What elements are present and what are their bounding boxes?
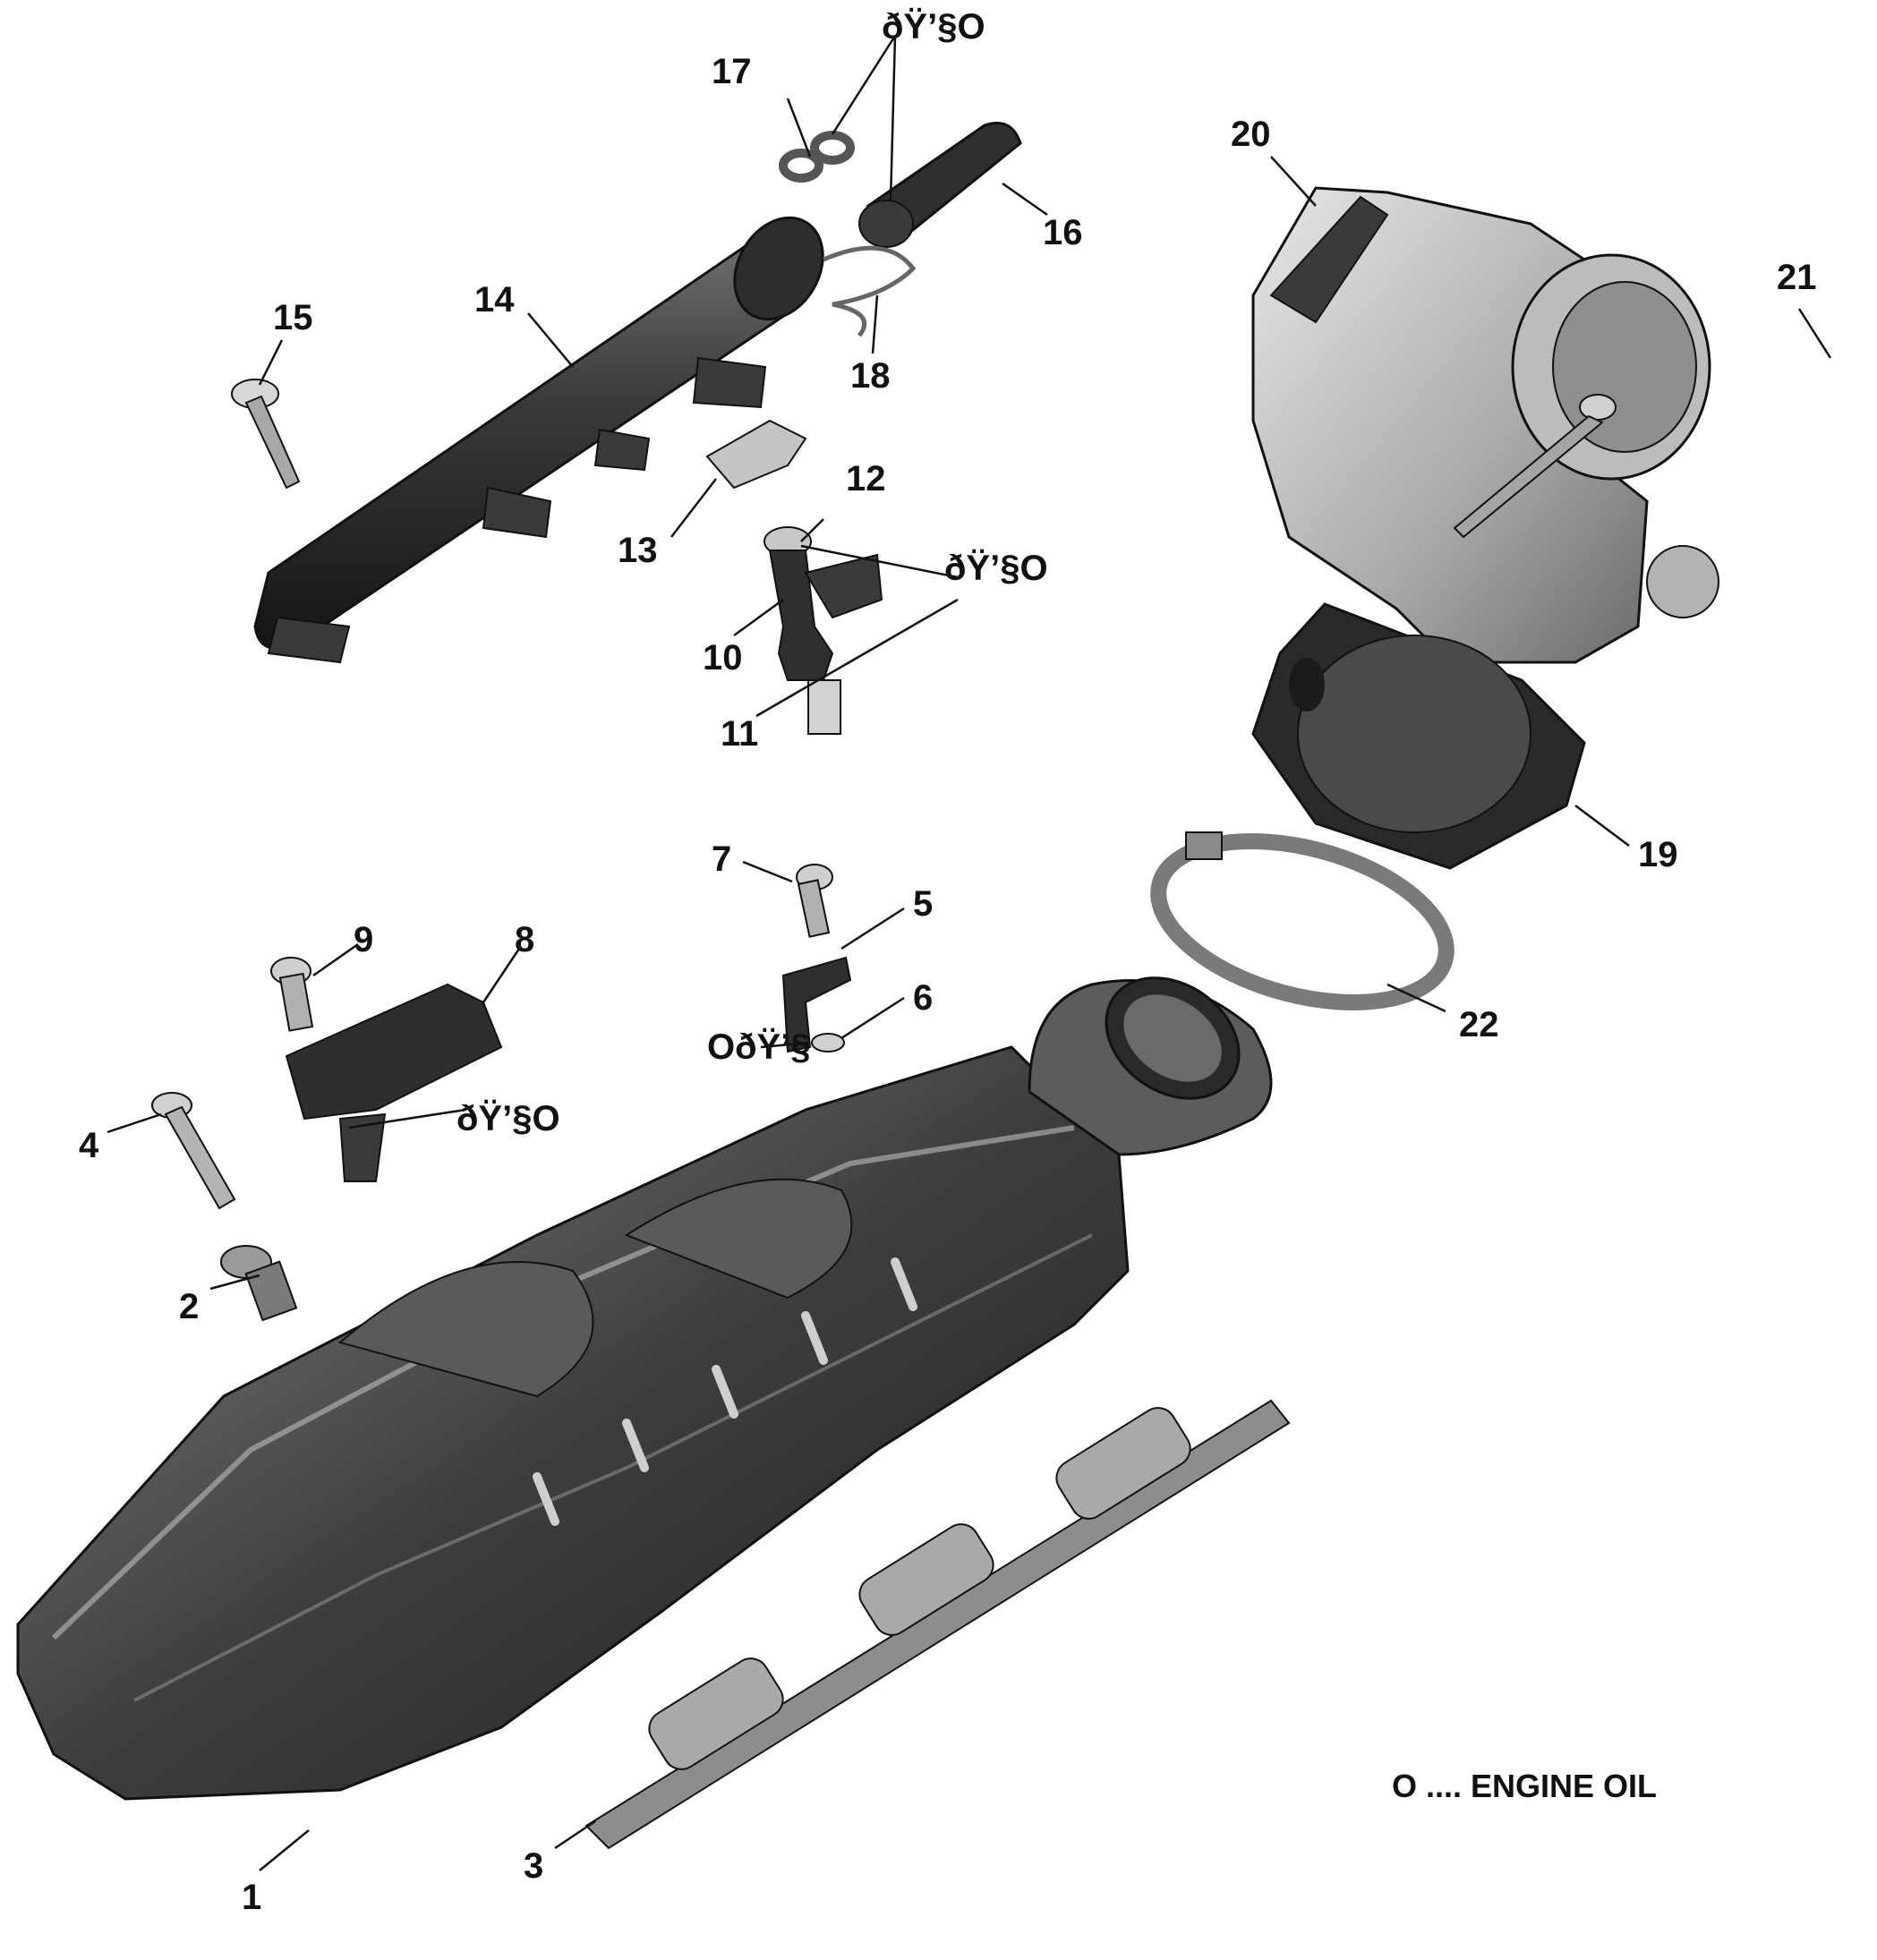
fuel-injector	[764, 526, 883, 735]
throttle-screw	[1453, 394, 1617, 539]
bracket	[705, 419, 807, 490]
callout-22: 22	[1459, 1005, 1499, 1044]
oil-mark-fitting: ðŸ’§O	[882, 7, 985, 47]
callout-15: 15	[273, 298, 313, 337]
throttle-body	[1251, 186, 1719, 664]
callout-2: 2	[179, 1287, 200, 1326]
callout-3: 3	[524, 1846, 544, 1886]
callout-9: 9	[354, 920, 374, 959]
oil-mark-injector: ðŸ’§O	[944, 549, 1048, 588]
fuel-fitting	[858, 122, 1022, 248]
retaining-clip	[823, 245, 917, 337]
leader-lines	[107, 35, 1832, 1871]
callout-7: 7	[712, 839, 732, 879]
intake-manifold	[16, 976, 1273, 1801]
callout-16: 16	[1043, 213, 1083, 252]
callout-4: 4	[79, 1126, 99, 1165]
callout-5: 5	[913, 884, 934, 924]
intake-gasket	[584, 1399, 1291, 1850]
o-rings	[779, 131, 855, 183]
throttle-adaptor	[1251, 602, 1586, 870]
rail-screw	[231, 379, 301, 490]
fuel-rail	[253, 216, 824, 664]
callout-13: 13	[618, 531, 658, 570]
callout-14: 14	[474, 280, 515, 320]
callout-18: 18	[850, 356, 891, 396]
legend-engine-oil: O .... ENGINE OIL	[1392, 1768, 1658, 1804]
callout-12: 12	[846, 459, 886, 499]
callout-19: 19	[1638, 835, 1678, 874]
callout-11: 11	[721, 714, 759, 754]
oil-mark-map-sensor: ðŸ’§O	[456, 1099, 560, 1138]
callout-6: 6	[913, 978, 934, 1018]
callout-10: 10	[703, 638, 743, 677]
oil-mark-sensor: OðŸ’§	[707, 1027, 811, 1067]
map-sensor	[270, 957, 503, 1182]
hose-clamp	[1150, 831, 1455, 1010]
callout-21: 21	[1777, 258, 1817, 297]
callout-20: 20	[1231, 115, 1271, 154]
callout-17: 17	[712, 52, 752, 91]
callout-8: 8	[515, 920, 535, 959]
callout-1: 1	[242, 1878, 262, 1917]
sensor-small	[781, 864, 852, 1053]
